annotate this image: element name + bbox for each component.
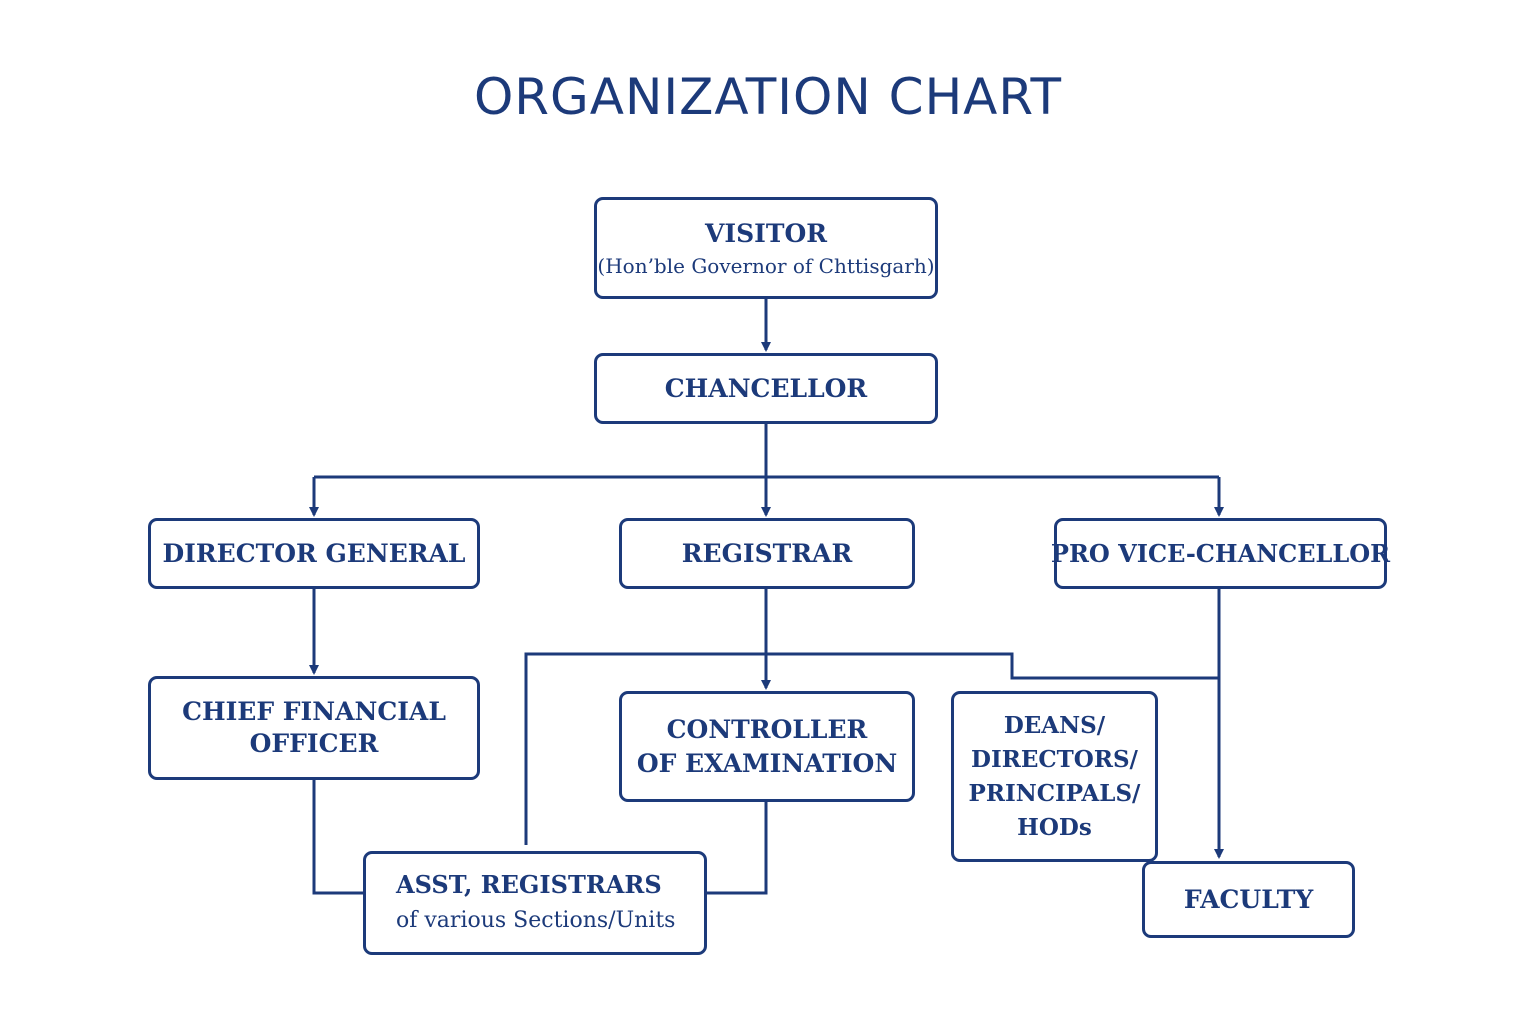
registrar-branch-line — [524, 652, 1219, 845]
cfo-line-2: OFFICER — [249, 729, 379, 758]
cfo-line-1: CHIEF FINANCIAL — [182, 697, 446, 726]
director-general-title: DIRECTOR GENERAL — [162, 539, 466, 568]
deans-line-4: HODs — [1017, 813, 1092, 841]
visitor-box: VISITOR (Hon’ble Governor of Chttisgarh) — [594, 197, 938, 299]
chief-financial-officer-box: CHIEF FINANCIAL OFFICER — [148, 676, 480, 780]
controller-line-1: CONTROLLER — [666, 714, 868, 744]
pro-vice-chancellor-box: PRO VICE-CHANCELLOR — [1050, 518, 1391, 589]
director-general-box: DIRECTOR GENERAL — [148, 518, 480, 589]
registrar-title: REGISTRAR — [681, 539, 853, 568]
asst-registrars-line-2: of various Sections/Units — [396, 908, 676, 933]
deans-line-1: DEANS/ — [1003, 711, 1106, 739]
registrar-box: REGISTRAR — [619, 518, 915, 589]
faculty-box: FACULTY — [1142, 861, 1355, 938]
deans-line-2: DIRECTORS/ — [971, 745, 1138, 773]
asst-registrars-line-1: ASST, REGISTRARS — [396, 870, 662, 899]
cfo-to-asst-registrars-line — [312, 779, 364, 895]
chancellor-title: CHANCELLOR — [664, 374, 868, 403]
controller-to-asst-registrars-line — [706, 801, 768, 895]
deans-line-3: PRINCIPALS/ — [968, 779, 1141, 807]
controller-of-examination-box: CONTROLLER OF EXAMINATION — [619, 691, 915, 802]
chancellor-box: CHANCELLOR — [594, 353, 938, 424]
visitor-title: VISITOR — [705, 218, 827, 248]
chart-title: ORGANIZATION CHART — [473, 68, 1063, 126]
controller-line-2: OF EXAMINATION — [636, 748, 898, 778]
visitor-subtitle: (Hon’ble Governor of Chttisgarh) — [597, 253, 935, 278]
asst-registrars-box: ASST, REGISTRARS of various Sections/Uni… — [363, 851, 707, 955]
faculty-title: FACULTY — [1183, 885, 1314, 914]
pro-vice-chancellor-title: PRO VICE-CHANCELLOR — [1050, 539, 1391, 568]
deans-box: DEANS/ DIRECTORS/ PRINCIPALS/ HODs — [951, 691, 1158, 862]
